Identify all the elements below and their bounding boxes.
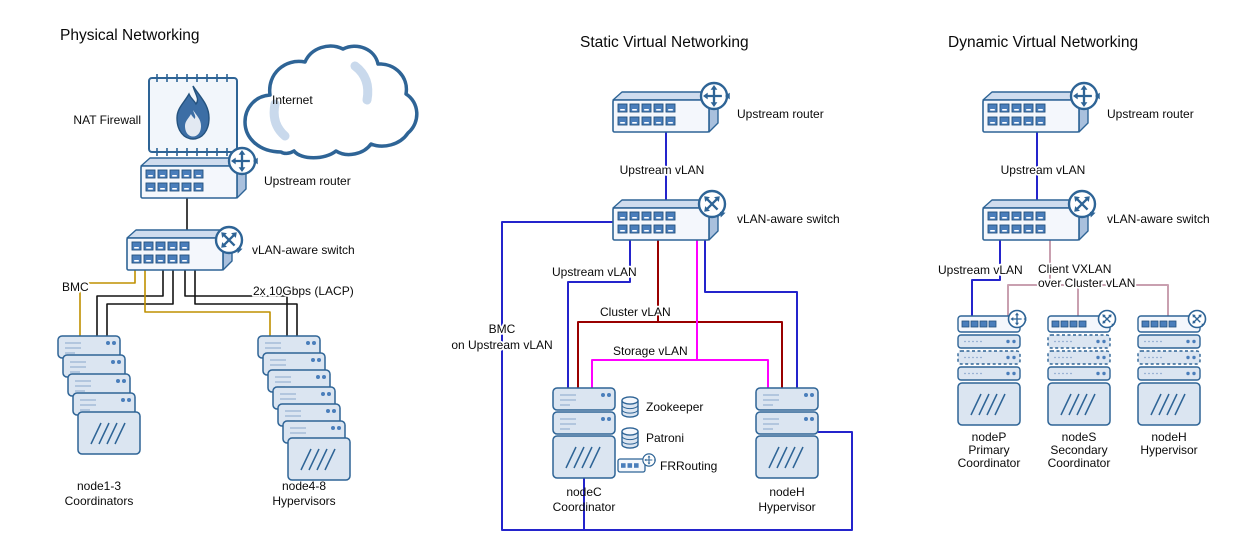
frrouting-switch-icon	[617, 458, 646, 473]
bmc-label-line2: on Upstream vLAN	[451, 338, 552, 352]
vxlan-to-nodeh	[1050, 284, 1169, 316]
frrouting-label: FRRouting	[660, 459, 717, 473]
static-panel-title: Static Virtual Networking	[580, 34, 749, 51]
dynamic-panel-title: Dynamic Virtual Networking	[948, 34, 1138, 51]
firewall-pins	[156, 74, 228, 156]
nodec-label-line2: Coordinator	[553, 500, 616, 514]
upstream-vlan-to-nodep	[971, 240, 1001, 316]
nodec-label-line1: nodeC	[566, 485, 602, 499]
upstream-vlan-to-nodeh	[704, 240, 798, 388]
cloud-outline	[243, 44, 419, 160]
vxlan-to-nodep	[1007, 240, 1051, 316]
cluster-vlan-to-nodeh	[658, 321, 783, 388]
upstream-vlan-link-label: Upstream vLAN	[1001, 163, 1086, 177]
bmc-link	[144, 270, 271, 336]
cluster-vlan-to-nodec	[577, 240, 659, 388]
bmc-label: BMC	[62, 280, 89, 294]
internet-label: Internet	[272, 93, 313, 107]
patroni-label: Patroni	[646, 431, 684, 445]
bmc-label-line1: BMC	[489, 322, 516, 336]
cluster-vlan-label: Cluster vLAN	[600, 305, 671, 319]
static-upstream-vlan-links	[501, 132, 853, 531]
vlan-switch-label: vLAN-aware switch	[737, 212, 840, 226]
nodec-server-stack	[552, 387, 616, 479]
physical-panel: Physical Networking Internet NAT Firewal…	[57, 27, 419, 508]
nodeh-label-line1: nodeH	[1151, 430, 1186, 444]
bmc-upstream-vlan-loop	[501, 221, 853, 531]
physical-lacp-links	[96, 198, 298, 336]
lacp-link	[106, 270, 174, 336]
physical-panel-title: Physical Networking	[60, 27, 200, 44]
vlan-switch-label: vLAN-aware switch	[1107, 212, 1210, 226]
dynamic-virtual-panel: Dynamic Virtual Networking Upstream rout…	[936, 34, 1210, 470]
lacp-link	[194, 270, 298, 336]
dynamic-upstream-vlan-links	[971, 132, 1038, 316]
bmc-link	[79, 270, 136, 336]
cloud-shine	[350, 61, 373, 105]
storage-vlan-to-nodec	[591, 240, 698, 388]
storage-vlan-label: Storage vLAN	[613, 344, 688, 358]
zookeeper-label: Zookeeper	[646, 400, 703, 414]
cloud-shine	[269, 99, 290, 141]
hypervisors-label-line2: Hypervisors	[272, 494, 335, 508]
physical-bmc-links	[79, 270, 271, 336]
upstream-vlan-to-nodec	[567, 240, 631, 388]
lacp-label: 2x 10Gbps (LACP)	[253, 284, 354, 298]
storage-vlan-to-nodeh	[697, 359, 769, 388]
client-vxlan-label-line1: Client VXLAN	[1038, 262, 1111, 276]
coordinators-label-line2: Coordinators	[65, 494, 134, 508]
internet-cloud	[243, 44, 419, 160]
storage-vlan-links	[591, 240, 769, 388]
nodes-label-line1: nodeS	[1062, 430, 1097, 444]
nodeh-server-stack	[755, 387, 819, 479]
zookeeper-db-icon	[621, 396, 639, 418]
upstream-vlan-link-label: Upstream vLAN	[620, 163, 705, 177]
client-vxlan-label-line2: over Cluster vLAN	[1038, 276, 1135, 290]
nodep-server-stack	[957, 315, 1021, 426]
upstream-router-label: Upstream router	[737, 107, 824, 121]
nodeh-server-stack	[1137, 315, 1201, 426]
nodes-label-line3: Coordinator	[1048, 456, 1111, 470]
frrouting-badge-icon	[643, 454, 656, 466]
static-virtual-panel: Static Virtual Networking Upstream route…	[450, 34, 853, 531]
nodep-label-line3: Coordinator	[958, 456, 1021, 470]
nodeh-label-line1: nodeH	[769, 485, 804, 499]
upstream-vlan-label: Upstream vLAN	[552, 265, 637, 279]
upstream-vlan-label: Upstream vLAN	[938, 263, 1023, 277]
patroni-db-icon	[621, 427, 639, 449]
lacp-link	[184, 270, 288, 336]
vtep-plus-icon	[1009, 311, 1027, 328]
upstream-router-label: Upstream router	[264, 174, 351, 188]
nodeh-label-line2: Hypervisor	[1140, 443, 1197, 457]
nodes-server-stack	[1047, 315, 1111, 426]
nodep-label-line2: Primary	[968, 443, 1009, 457]
lacp-link	[96, 270, 164, 336]
client-vxlan-links	[1007, 240, 1169, 316]
coordinators-label-line1: node1-3	[77, 479, 121, 493]
vlan-switch-label: vLAN-aware switch	[252, 243, 355, 257]
nat-firewall	[148, 74, 238, 156]
nodeh-label-line2: Hypervisor	[758, 500, 815, 514]
hypervisors-label-line1: node4-8	[282, 479, 326, 493]
nodes-label-line2: Secondary	[1050, 443, 1107, 457]
cluster-vlan-links	[577, 240, 783, 388]
upstream-router-label: Upstream router	[1107, 107, 1194, 121]
nat-firewall-label: NAT Firewall	[73, 113, 141, 127]
nodep-label-line1: nodeP	[972, 430, 1007, 444]
